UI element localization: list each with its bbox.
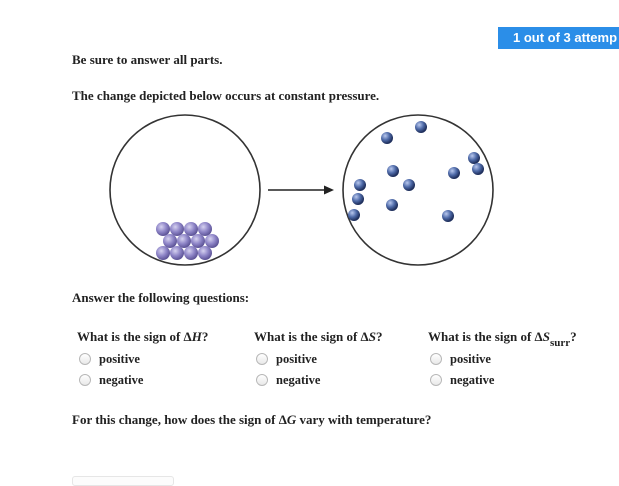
radio-icon[interactable] [256, 374, 268, 386]
attempts-badge[interactable]: 1 out of 3 attemp [498, 27, 619, 49]
gas-particles [348, 121, 484, 222]
option-label: positive [450, 352, 491, 366]
option-label: negative [450, 373, 495, 387]
next-part-button[interactable] [72, 476, 174, 486]
question-free-energy-temperature: For this change, how does the sign of ΔG… [72, 412, 432, 427]
radio-icon[interactable] [256, 353, 268, 365]
question-entropy-sign: What is the sign of ΔS? [254, 329, 383, 344]
container-after [342, 114, 494, 266]
right-arrow-icon [268, 185, 334, 195]
option-label: positive [99, 352, 140, 366]
option-label: negative [276, 373, 321, 387]
question-enthalpy-sign: What is the sign of ΔH? [77, 329, 209, 344]
radio-icon[interactable] [79, 353, 91, 365]
radio-icon[interactable] [430, 353, 442, 365]
solid-lattice [156, 222, 219, 260]
instruction-change-description: The change depicted below occurs at cons… [72, 88, 380, 103]
radio-icon[interactable] [79, 374, 91, 386]
option-label: positive [276, 352, 317, 366]
question-surroundings-entropy-sign: What is the sign of ΔSsurr? [428, 329, 577, 349]
answer-heading: Answer the following questions: [72, 290, 250, 305]
reaction-illustration [109, 114, 494, 266]
radio-icon[interactable] [430, 374, 442, 386]
option-label: negative [99, 373, 144, 387]
instruction-answer-all-parts: Be sure to answer all parts. [72, 52, 223, 67]
container-before [109, 114, 261, 266]
